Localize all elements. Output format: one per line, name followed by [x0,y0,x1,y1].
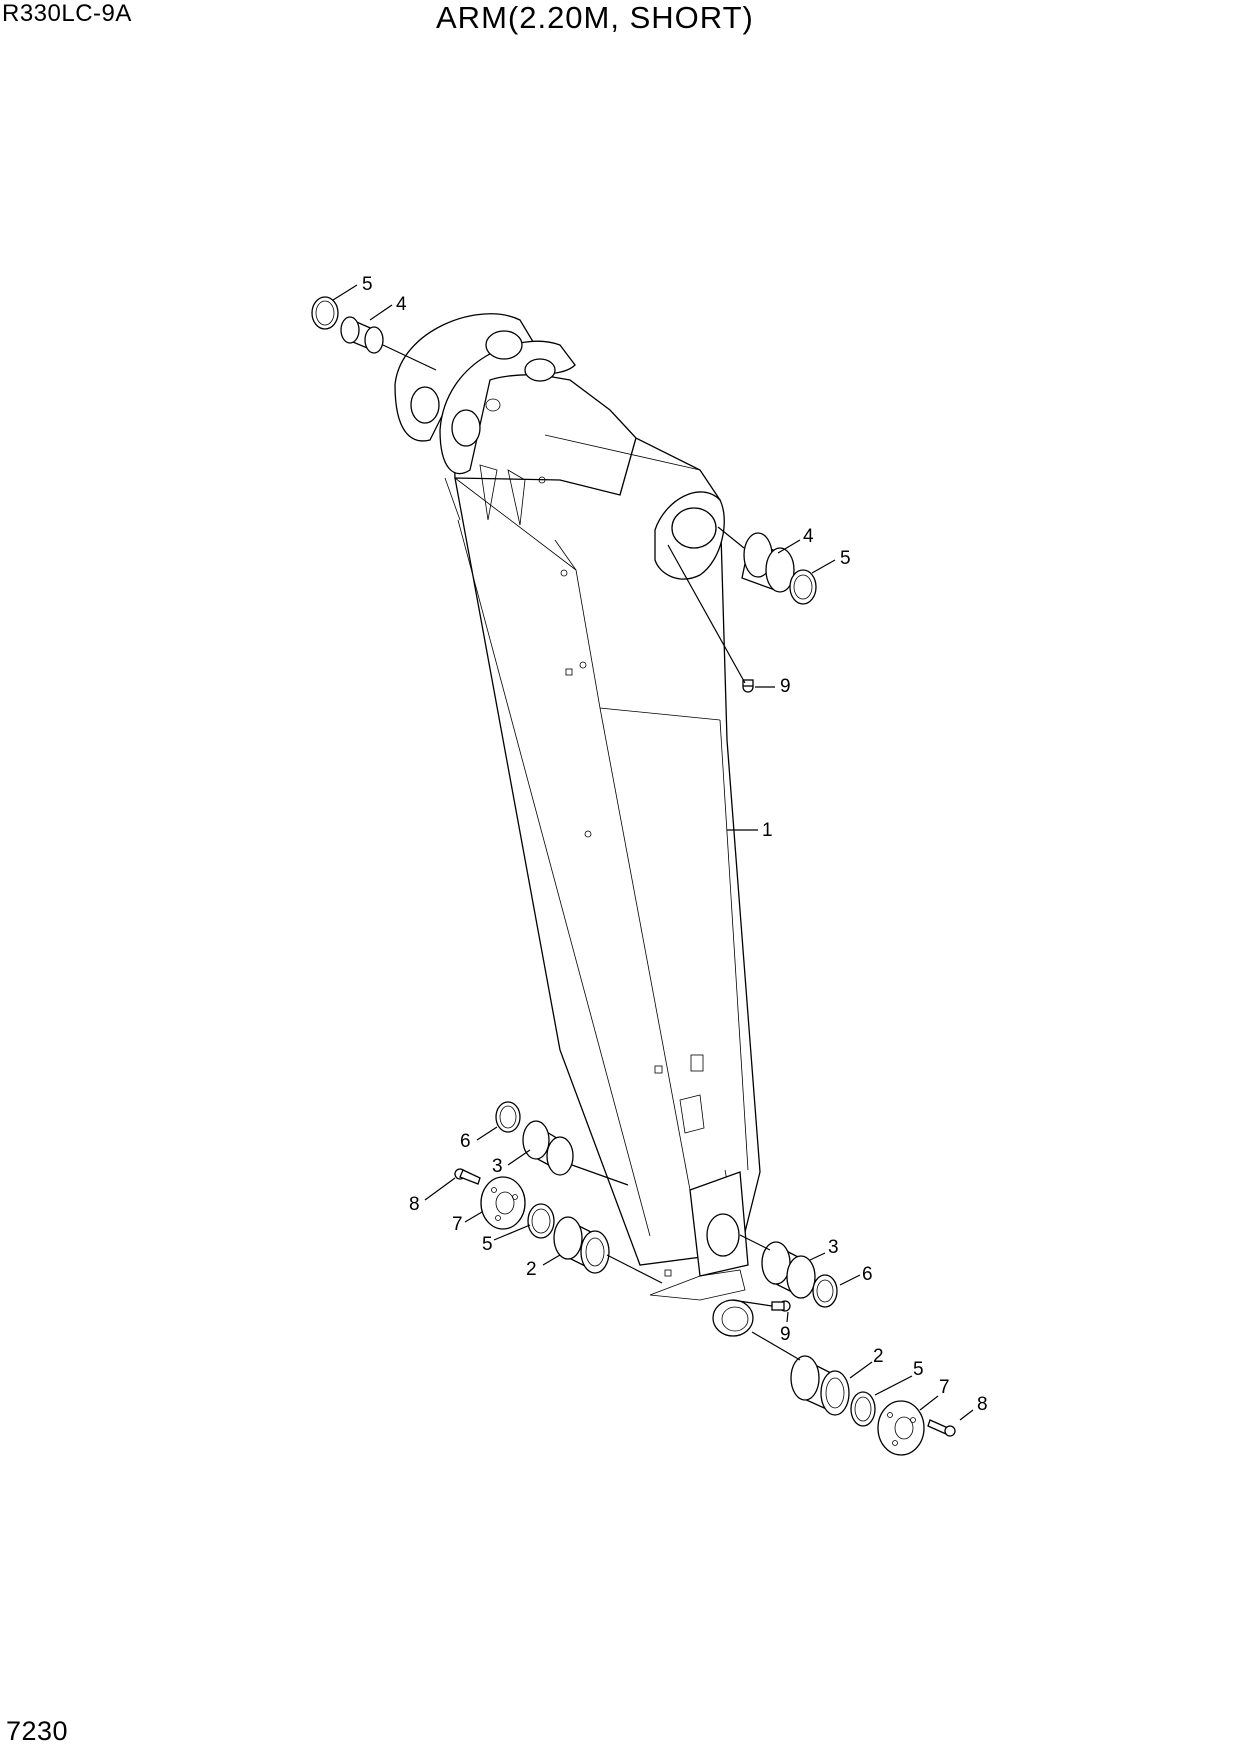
callout-6-right: 6 [862,1264,873,1285]
callout-9-lower: 9 [780,1324,791,1345]
bushing-2-right [790,1355,850,1416]
callout-5-left-lower: 5 [482,1234,493,1255]
callout-4-top-left: 4 [396,294,407,315]
callout-5-top-left: 5 [362,274,373,295]
bolt-8-right [927,1419,956,1437]
grease-fitting-9-upper [742,679,754,693]
callout-3-right: 3 [828,1237,839,1258]
bushing-2-left [553,1216,610,1274]
page-title: ARM(2.20M, SHORT) [436,0,754,35]
callout-5-right: 5 [840,548,851,569]
page-number: 7230 [6,1716,69,1746]
bushing-3-right [761,1241,816,1299]
plate-7-left [480,1176,526,1230]
plate-7-right [877,1400,925,1456]
callout-2-right: 2 [873,1346,884,1367]
grease-fitting-9-lower [771,1300,791,1312]
bushing-4-top-left [340,316,384,354]
callout-5-right-lower: 5 [913,1359,924,1380]
leader-lines [332,284,974,1421]
bushing-4-right [741,532,795,593]
callout-7-right: 7 [939,1377,950,1398]
callout-6-left: 6 [460,1131,471,1152]
callout-7-left: 7 [452,1214,463,1235]
callout-1-arm: 1 [762,820,773,841]
callout-labels: 5 4 4 5 9 1 6 3 8 7 5 2 3 6 9 2 5 7 8 [362,274,988,1415]
callout-3-left: 3 [492,1156,503,1177]
bushing-3-left [522,1120,574,1176]
callout-8-left: 8 [409,1194,420,1215]
bolt-8-left [454,1168,481,1185]
callout-8-right: 8 [977,1394,988,1415]
callout-2-left: 2 [526,1259,537,1280]
arm-body [394,313,761,1337]
callout-9-upper: 9 [780,676,791,697]
ring-6-right [812,1274,838,1308]
callout-4-right: 4 [803,526,814,547]
model-code: R330LC-9A [2,0,132,27]
